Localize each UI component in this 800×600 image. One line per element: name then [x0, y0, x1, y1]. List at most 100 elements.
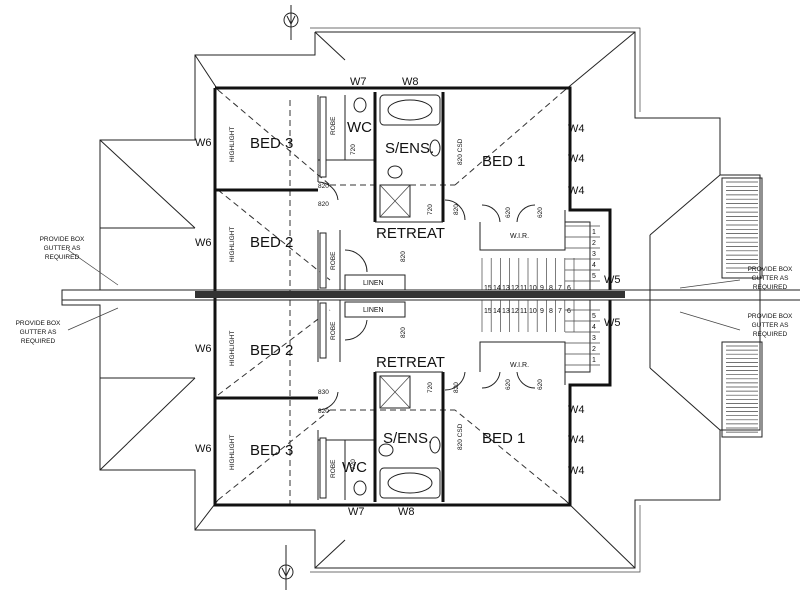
svg-text:PROVIDE BOX: PROVIDE BOX — [40, 236, 85, 243]
wir-label-bottom: W.I.R. — [510, 362, 529, 369]
svg-text:1: 1 — [592, 229, 596, 236]
svg-text:8: 8 — [549, 308, 553, 315]
robe-label-4: ROBE — [330, 459, 337, 478]
window-w4-5: W4 — [568, 434, 585, 446]
svg-text:14: 14 — [493, 308, 501, 315]
room-ensuite-bottom: S/ENS. — [383, 430, 432, 447]
svg-text:GUTTER AS: GUTTER AS — [752, 322, 790, 329]
svg-text:8: 8 — [549, 285, 553, 292]
dim-820-a: 820 — [318, 183, 329, 190]
svg-text:7: 7 — [558, 285, 562, 292]
room-wc-bottom: WC — [342, 459, 367, 476]
svg-text:7: 7 — [558, 308, 562, 315]
svg-text:6: 6 — [567, 308, 571, 315]
stair-side-numbers-bottom: 5 4 3 2 1 — [592, 313, 596, 364]
svg-text:6: 6 — [567, 285, 571, 292]
svg-text:12: 12 — [511, 285, 519, 292]
room-bed3-top: BED 3 — [250, 135, 293, 152]
svg-text:GUTTER AS: GUTTER AS — [752, 275, 790, 282]
dim-820-e: 820 — [318, 408, 329, 415]
svg-text:3: 3 — [592, 335, 596, 342]
window-w8-top: W8 — [402, 76, 419, 88]
svg-text:4: 4 — [592, 262, 596, 269]
window-w6-2: W6 — [195, 237, 212, 249]
dim-820-c: 820 — [453, 204, 460, 215]
ceiling-diagonals — [217, 89, 566, 510]
north-arrow-top — [283, 5, 299, 40]
svg-text:GUTTER AS: GUTTER AS — [20, 329, 58, 336]
window-w6-3: W6 — [195, 343, 212, 355]
svg-text:5: 5 — [592, 273, 596, 280]
dim-620-b: 620 — [537, 207, 544, 218]
svg-text:9: 9 — [540, 285, 544, 292]
linen-label-bottom: LINEN — [363, 307, 384, 314]
svg-text:10: 10 — [529, 308, 537, 315]
roof-outline — [61, 27, 763, 573]
svg-text:REQUIRED: REQUIRED — [753, 331, 788, 338]
room-bed1-bottom: BED 1 — [482, 430, 525, 447]
svg-text:3: 3 — [592, 251, 596, 258]
room-wc-top: WC — [347, 119, 372, 136]
dim-720-d: 720 — [427, 382, 434, 393]
gutter-note-left-top: PROVIDE BOX GUTTER AS REQUIRED — [40, 236, 85, 261]
dim-620-a: 620 — [505, 207, 512, 218]
stairs — [481, 225, 600, 366]
dim-720-a: 720 — [350, 144, 357, 155]
window-w4-6: W4 — [568, 465, 585, 477]
room-ensuite-top: S/ENS. — [385, 140, 434, 157]
gutter-note-left-bottom: PROVIDE BOX GUTTER AS REQUIRED — [16, 320, 61, 345]
window-w5-top: W5 — [604, 274, 621, 286]
svg-text:PROVIDE BOX: PROVIDE BOX — [748, 266, 793, 273]
fixtures — [319, 94, 441, 499]
svg-text:10: 10 — [529, 285, 537, 292]
stair-side-numbers-top: 1 2 3 4 5 — [592, 229, 596, 280]
svg-text:15: 15 — [484, 308, 492, 315]
walls — [62, 86, 800, 507]
north-arrow-bottom — [278, 545, 294, 590]
svg-text:12: 12 — [511, 308, 519, 315]
dim-820-f: 820 — [453, 382, 460, 393]
door-swings — [317, 181, 536, 411]
stair-numbers-bottom: 15 14 13 12 11 10 9 8 7 6 — [484, 308, 571, 315]
svg-text:REQUIRED: REQUIRED — [753, 284, 788, 291]
dim-820-g: 820 — [400, 327, 407, 338]
dim-720-b: 720 — [427, 204, 434, 215]
window-w6-1: W6 — [195, 137, 212, 149]
room-bed3-bottom: BED 3 — [250, 442, 293, 459]
window-w4-3: W4 — [568, 185, 585, 197]
window-w4-1: W4 — [568, 123, 585, 135]
svg-text:14: 14 — [493, 285, 501, 292]
svg-text:11: 11 — [520, 308, 527, 315]
highlight-label-2: HIGHLIGHT — [229, 227, 236, 262]
dim-620-c: 620 — [505, 379, 512, 390]
robe-label-1: ROBE — [330, 116, 337, 135]
robe-label-2: ROBE — [330, 251, 337, 270]
room-bed2-top: BED 2 — [250, 234, 293, 251]
stair-numbers-top: 15 14 13 12 11 10 9 8 7 6 — [484, 285, 571, 292]
svg-text:PROVIDE BOX: PROVIDE BOX — [748, 313, 793, 320]
svg-text:2: 2 — [592, 240, 596, 247]
svg-text:5: 5 — [592, 313, 596, 320]
svg-text:15: 15 — [484, 285, 492, 292]
svg-text:9: 9 — [540, 308, 544, 315]
highlight-label-1: HIGHLIGHT — [229, 127, 236, 162]
gutter-note-right-top: PROVIDE BOX GUTTER AS REQUIRED — [748, 266, 793, 291]
dim-820-b: 820 — [318, 201, 329, 208]
gutter-arrows — [67, 249, 741, 331]
svg-text:13: 13 — [502, 285, 510, 292]
svg-text:PROVIDE BOX: PROVIDE BOX — [16, 320, 61, 327]
window-w4-4: W4 — [568, 404, 585, 416]
dim-720-c: 720 — [350, 459, 357, 470]
window-w7-top: W7 — [350, 76, 367, 88]
svg-text:REQUIRED: REQUIRED — [45, 254, 80, 261]
dim-620-d: 620 — [537, 379, 544, 390]
svg-text:GUTTER AS: GUTTER AS — [44, 245, 82, 252]
wir-label-top: W.I.R. — [510, 233, 529, 240]
csd-label-bottom: 820 CSD — [457, 423, 464, 450]
highlight-label-3: HIGHLIGHT — [229, 331, 236, 366]
window-w7-bottom: W7 — [348, 506, 365, 518]
room-retreat-top: RETREAT — [376, 225, 445, 242]
room-retreat-bottom: RETREAT — [376, 354, 445, 371]
window-w8-bottom: W8 — [398, 506, 415, 518]
